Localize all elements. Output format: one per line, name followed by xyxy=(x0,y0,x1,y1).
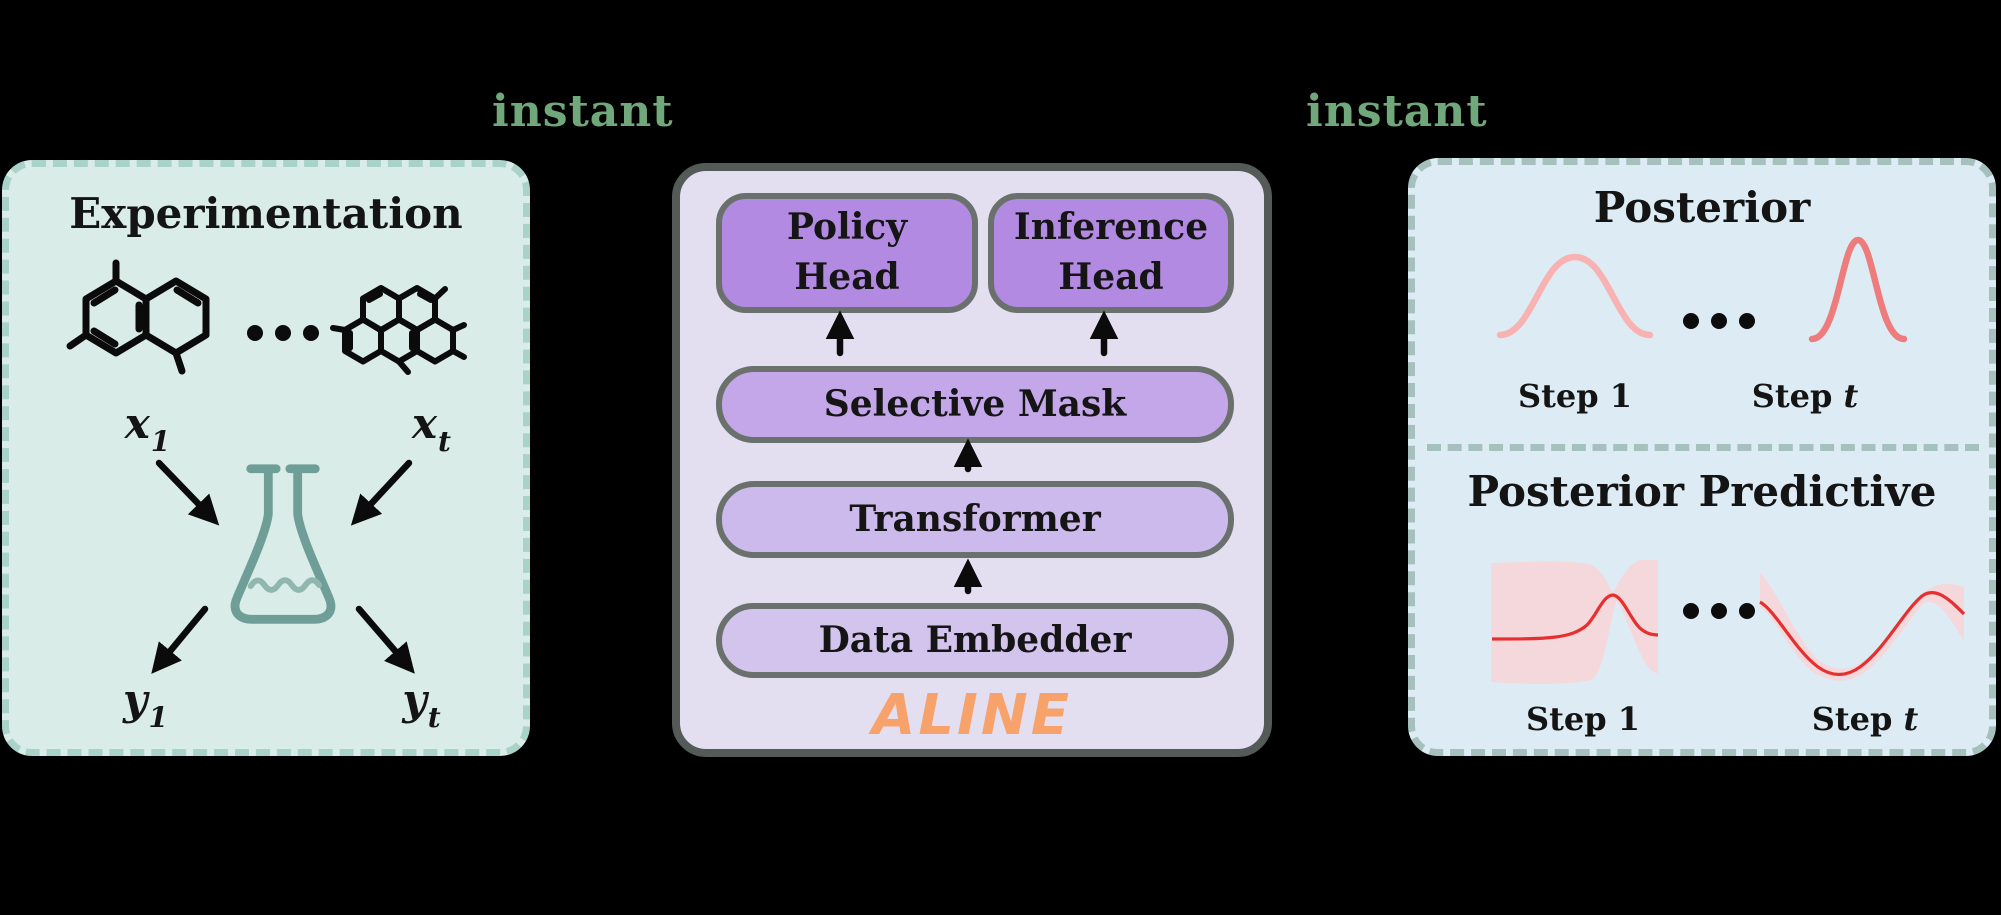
posterior-title: Posterior xyxy=(1593,183,1811,232)
panel-divider xyxy=(1427,444,1979,451)
transformer-box: Transformer xyxy=(716,481,1234,558)
policy-head-line1: Policy xyxy=(786,206,908,249)
inference-head-line2: Head xyxy=(1058,256,1164,298)
gp-plot-stept xyxy=(1759,573,1966,681)
instant-label-left: instant xyxy=(492,86,674,137)
molecule-icon xyxy=(66,259,210,375)
xt-label: xt xyxy=(412,399,451,459)
experimentation-panel: Experimentation xyxy=(2,160,530,756)
posterior-predictive-title: Posterior Predictive xyxy=(1467,467,1937,516)
aline-arrows xyxy=(825,310,1119,595)
inference-head-box: Inference Head xyxy=(988,193,1234,313)
policy-head-box: Policy Head xyxy=(716,193,978,313)
instant-label-right: instant xyxy=(1306,86,1488,137)
ellipsis-icon xyxy=(1683,603,1755,619)
experimentation-title: Experimentation xyxy=(69,189,463,238)
gp-plot-step1 xyxy=(1491,560,1659,684)
aline-panel: Policy Head Inference Head Selective Mas… xyxy=(672,163,1272,757)
y1-label: y1 xyxy=(123,675,168,735)
stept-label: Step t xyxy=(1751,377,1859,415)
x1-label: x1 xyxy=(124,399,171,459)
flask-icon xyxy=(230,464,336,624)
stept-label: Step t xyxy=(1811,700,1919,738)
data-embedder-box: Data Embedder xyxy=(716,603,1234,678)
posterior-bell-step1 xyxy=(1496,253,1654,339)
posterior-bell-stept xyxy=(1808,236,1908,343)
step1-label: Step 1 xyxy=(1517,377,1633,415)
posterior-panel: Posterior Step 1 Step t Posterior Predic… xyxy=(1408,158,1996,756)
experiment-arrows xyxy=(151,459,415,674)
inference-head-line1: Inference xyxy=(1013,206,1209,249)
aline-wordmark: ALINE xyxy=(872,683,1072,748)
ellipsis-icon xyxy=(247,325,319,341)
yt-label: yt xyxy=(402,675,441,735)
molecule-icon xyxy=(330,285,467,375)
ellipsis-icon xyxy=(1683,313,1755,329)
policy-head-line2: Head xyxy=(794,256,900,298)
step1-label: Step 1 xyxy=(1525,700,1641,738)
